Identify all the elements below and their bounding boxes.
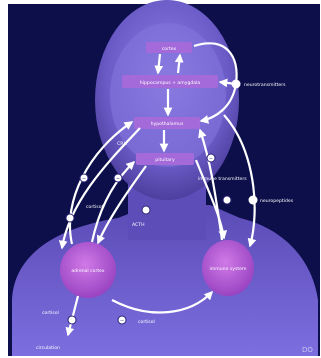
- cortisol-low-label: cortisol: [42, 310, 59, 316]
- acth-label: ACTH: [132, 222, 145, 228]
- marker-neuropeptides: [249, 196, 258, 205]
- cortisol-left-label: cortisol: [86, 204, 103, 210]
- crh-label: CRH: [117, 141, 127, 147]
- svg-text:−: −: [120, 318, 124, 324]
- hypothalamus-label: hypothalamus: [151, 121, 184, 127]
- watermark: DO: [302, 346, 313, 354]
- adrenal-cortex-label: adrenal cortex: [71, 268, 105, 274]
- neurotransmitters-label: neurotransmitters: [244, 82, 286, 88]
- immune-transmitters-label: immune transmitters: [198, 176, 247, 182]
- circulation-label: circulation: [36, 345, 60, 351]
- svg-text:−: −: [82, 176, 86, 182]
- svg-text:−: −: [116, 176, 120, 182]
- cortisol-bottom-label: cortisol: [138, 319, 155, 325]
- neuropeptides-label: neuropeptides: [260, 198, 294, 204]
- hippocampus-amygdala-label: hippocampus + amygdala: [140, 80, 201, 86]
- svg-text:−: −: [209, 156, 213, 162]
- cortex-label: cortex: [162, 46, 177, 52]
- pituitary-label: pituitary: [155, 157, 175, 163]
- immune-system-label: immune system: [210, 266, 247, 272]
- marker-neurotransmitters: [232, 80, 241, 89]
